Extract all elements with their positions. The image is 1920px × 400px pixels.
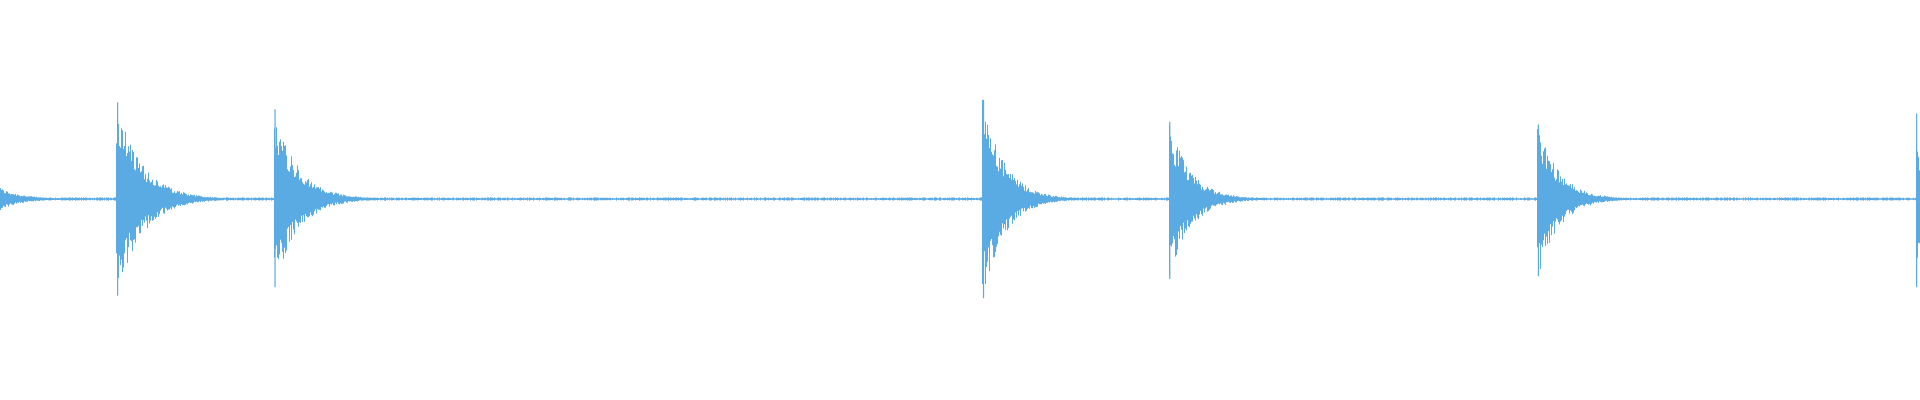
waveform-path [0, 100, 1920, 291]
waveform-trace [0, 99, 1920, 299]
